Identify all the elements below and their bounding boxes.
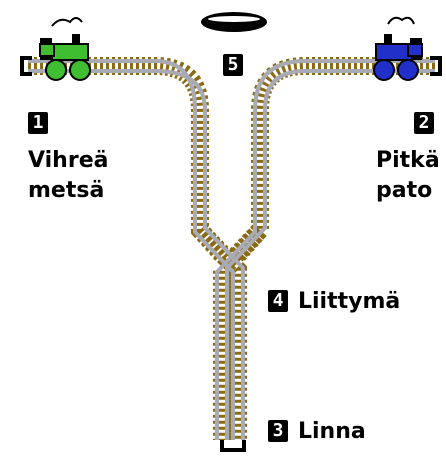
- station-1-name-line1: Vihreä: [28, 148, 109, 173]
- station-badge-3: 3: [268, 420, 288, 442]
- track-rails: [28, 59, 435, 440]
- station-badge-4: 4: [268, 290, 288, 312]
- station-label-3: Linna: [298, 419, 366, 444]
- station-1-name-line2: metsä: [28, 178, 105, 203]
- station-2-name-line2: pato: [376, 178, 433, 203]
- station-2-name-line1: Pitkä: [376, 148, 440, 173]
- green-locomotive-icon[interactable]: [39, 17, 91, 81]
- tunnel-highlight: [208, 16, 260, 22]
- blue-locomotive-icon[interactable]: [373, 16, 423, 81]
- buffer-stop-left: [20, 56, 32, 76]
- station-badge-1: 1: [28, 112, 48, 134]
- station-label-2: Pitkä pato: [376, 146, 446, 206]
- buffer-stop-right: [430, 56, 442, 76]
- station-label-4: Liittymä: [298, 289, 401, 314]
- station-badge-2: 2: [414, 112, 434, 134]
- station-label-1: Vihreä metsä: [28, 146, 148, 206]
- station-badge-5: 5: [223, 54, 243, 76]
- buffer-stop-bottom: [220, 440, 246, 452]
